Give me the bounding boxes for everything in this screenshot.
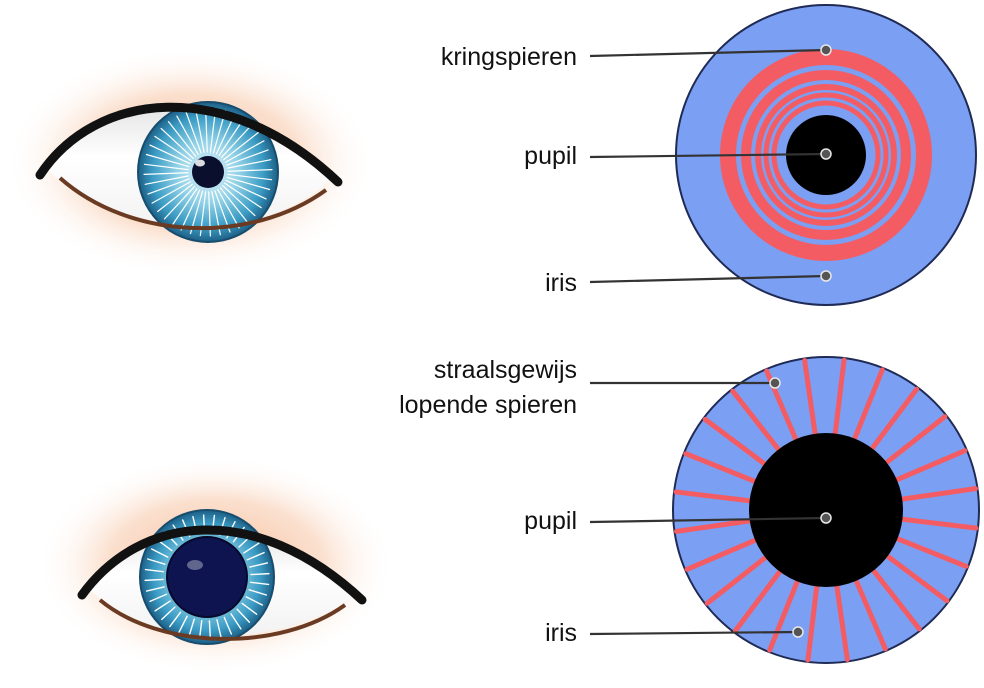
eye-iris-fiber (227, 159, 272, 169)
eye-illustration-dilated (35, 455, 395, 675)
eye-iris-fiber (167, 121, 197, 157)
eye-iris-fiber (143, 163, 189, 171)
eye-iris-fiber (143, 172, 189, 175)
eye-iris-fiber (241, 602, 258, 615)
label-iris-bottom: iris (545, 619, 577, 647)
eye-iris-fiber (224, 140, 265, 163)
leader-line (589, 630, 799, 636)
eye-iris-fiber (151, 181, 192, 204)
eye-iris-fiber (160, 127, 194, 159)
eye-iris-fiber (147, 178, 190, 195)
eye-iris-fiber (149, 144, 191, 165)
eye-iris-fiber (150, 548, 169, 558)
eye-iris-fiber (146, 558, 166, 565)
eye-iris-fiber (224, 182, 262, 209)
leader-dot (820, 148, 832, 160)
eye-highlight (195, 159, 205, 167)
leader-dot (820, 270, 832, 282)
eye-iris-fiber (223, 616, 233, 635)
leader-dot (769, 377, 781, 389)
eye-iris-fiber (154, 600, 171, 612)
label-group-top: kringspieren pupil iris (441, 43, 832, 297)
eye-iris-fiber (236, 608, 251, 623)
eye-illustration-constricted (5, 47, 375, 277)
label-pupil-bottom: pupil (524, 507, 577, 535)
eye-iris-fiber (163, 186, 195, 220)
eye-iris-fiber (169, 611, 182, 628)
eye-iris-fibers (143, 107, 273, 237)
eye-iris-fiber (227, 173, 273, 181)
eye-lower-lid (58, 176, 328, 231)
eye-iris-fiber (198, 619, 203, 640)
pupil-disc (749, 433, 903, 587)
eye-iris-fiber (250, 572, 270, 576)
eye-iris-fiber (149, 593, 168, 603)
label-iris-top: iris (545, 269, 577, 297)
eye-iris-fiber (161, 606, 176, 621)
eye-iris-fiber (205, 107, 208, 153)
eye-iris-fiber (230, 613, 242, 630)
eye-iris-fiber (226, 176, 271, 191)
eye-iris-fiber (249, 562, 269, 568)
eye-iris-fiber (176, 115, 199, 156)
eye-iris-fiber (223, 131, 259, 161)
leader-dot (820, 44, 832, 56)
leader-line (589, 48, 827, 58)
eye-iris-fiber (145, 586, 165, 592)
leader-line (589, 274, 827, 284)
eye-upper-lid (35, 102, 343, 187)
eye-iris-fiber (216, 619, 222, 639)
eye-iris-fiber (171, 188, 198, 226)
eye-iris-fiber (221, 124, 253, 158)
eye-lower-lid (98, 598, 347, 641)
eye-iris-fiber (246, 551, 265, 561)
eye-iris-fiber (217, 188, 240, 229)
eye-iris-fiber (145, 153, 190, 168)
eye-iris-fiber (180, 189, 201, 231)
leader-line (589, 152, 827, 159)
eye-iris-fiber (144, 175, 189, 185)
eye-iris-fiber (178, 615, 188, 634)
eye-iris-fiber (154, 135, 192, 162)
eye-iris-fiber (188, 618, 195, 638)
eye-iris-fiber (218, 118, 245, 156)
eye-iris-fiber (185, 111, 202, 154)
eye-iris-fiber (225, 179, 267, 200)
eye-iris-fiber (248, 589, 268, 596)
label-kringspieren: kringspieren (441, 43, 577, 71)
eye-iris-fiber (227, 169, 273, 172)
eye-iris-fiber (208, 620, 212, 640)
eye-pupil (166, 536, 248, 618)
radial-muscle-lines (673, 357, 979, 663)
eye-iris-fiber (144, 568, 165, 573)
eye-iris-fiber (243, 542, 260, 554)
label-group-bottom: straalsgewijs lopende spieren pupil iris (399, 356, 832, 647)
leader-line (589, 516, 827, 524)
leader-dot (820, 512, 832, 524)
label-lopende-spieren: lopende spieren (399, 391, 577, 419)
eye-iris-fiber (226, 149, 269, 166)
eye-iris-fiber (157, 183, 193, 213)
label-straalsgewijs: straalsgewijs (434, 356, 577, 384)
label-pupil-top: pupil (524, 142, 577, 170)
eye-highlight (187, 560, 203, 570)
eye-iris-fiber (144, 578, 164, 582)
eye-iris-fiber (245, 596, 264, 606)
eye-upper-lid (77, 525, 367, 605)
eye-iris-fiber (249, 581, 270, 586)
iris-schematic-radial (672, 356, 980, 664)
leader-dot (792, 626, 804, 638)
eye-iris-fiber (219, 187, 249, 223)
eye-iris-fiber (222, 185, 256, 217)
eye-iris-fiber (195, 108, 205, 153)
